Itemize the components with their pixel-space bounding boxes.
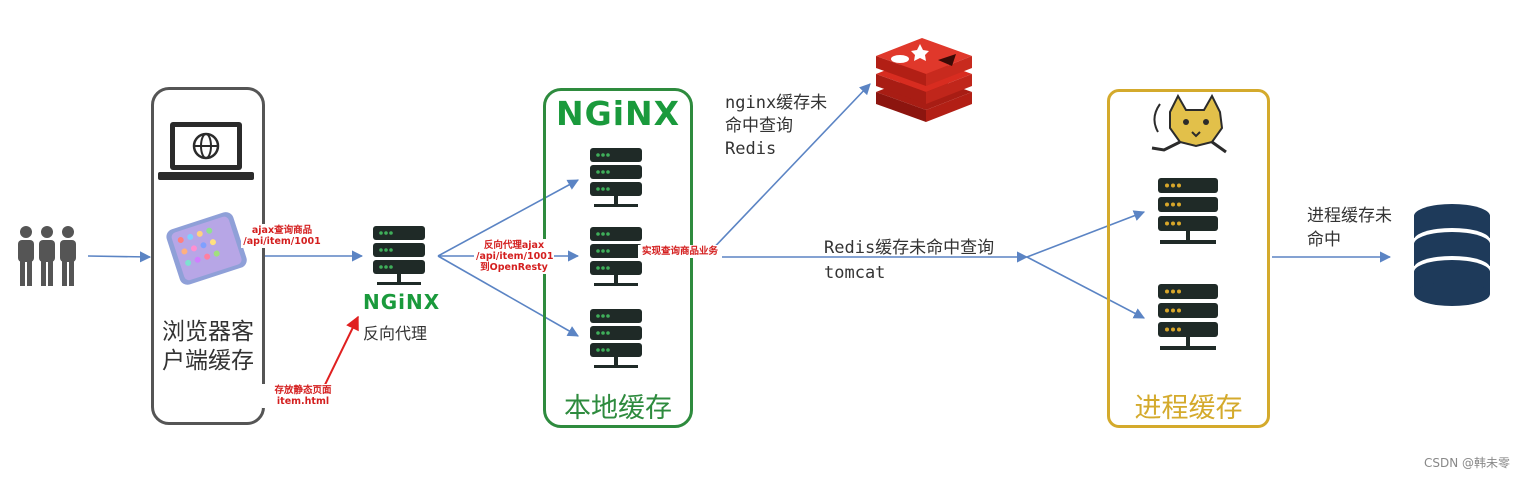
database-icon bbox=[1414, 204, 1490, 306]
static-page-tag: 存放静态页面 item.html bbox=[262, 384, 344, 408]
laptop-globe-icon bbox=[158, 122, 254, 180]
arrow-proxy-to-server3 bbox=[437, 255, 579, 337]
arrow-users-to-browser bbox=[87, 251, 152, 263]
redis-logo-icon bbox=[876, 38, 972, 122]
arrow-proxy-to-server1 bbox=[437, 179, 579, 257]
smartphone-icon bbox=[166, 212, 247, 285]
server-rack-icon bbox=[373, 226, 425, 285]
nginx-local-cache-box bbox=[543, 88, 693, 428]
impl-query-tag: 实现查询商品业务 bbox=[638, 245, 722, 258]
reverse-proxy-label: 反向代理 bbox=[363, 324, 428, 343]
tomcat-logo-icon bbox=[1151, 93, 1227, 154]
arrow-split-to-tomcat2 bbox=[1026, 256, 1145, 319]
redis-miss-tomcat-note: Redis缓存未命中查询tomcat bbox=[824, 238, 995, 283]
process-miss-note: 进程缓存未命中 bbox=[1307, 206, 1392, 250]
nginx-miss-redis-note: nginx缓存未命中查询Redis bbox=[725, 93, 828, 159]
nginx-logo-small: NGiNX bbox=[363, 290, 441, 314]
arrow-nginx-to-redis bbox=[705, 83, 871, 257]
tomcat-process-cache-box bbox=[1107, 89, 1270, 428]
credit-watermark: CSDN @韩未零 bbox=[1424, 456, 1511, 470]
users-icon bbox=[18, 226, 76, 286]
proxy-ajax-tag: 反向代理ajax /api/item/1001 到OpenResty bbox=[474, 239, 554, 274]
browser-cache-label: 浏览器客户端缓存 bbox=[162, 319, 254, 374]
ajax-query-tag: ajax查询商品 /api/item/1001 bbox=[241, 224, 323, 248]
nginx-logo-large: NGiNX bbox=[556, 94, 681, 133]
arrow-static-to-proxy bbox=[319, 315, 359, 396]
browser-client-box bbox=[151, 87, 265, 425]
process-cache-label: 进程缓存 bbox=[1134, 393, 1243, 424]
arrow-split-to-tomcat1 bbox=[1026, 210, 1146, 258]
local-cache-label: 本地缓存 bbox=[564, 393, 672, 424]
